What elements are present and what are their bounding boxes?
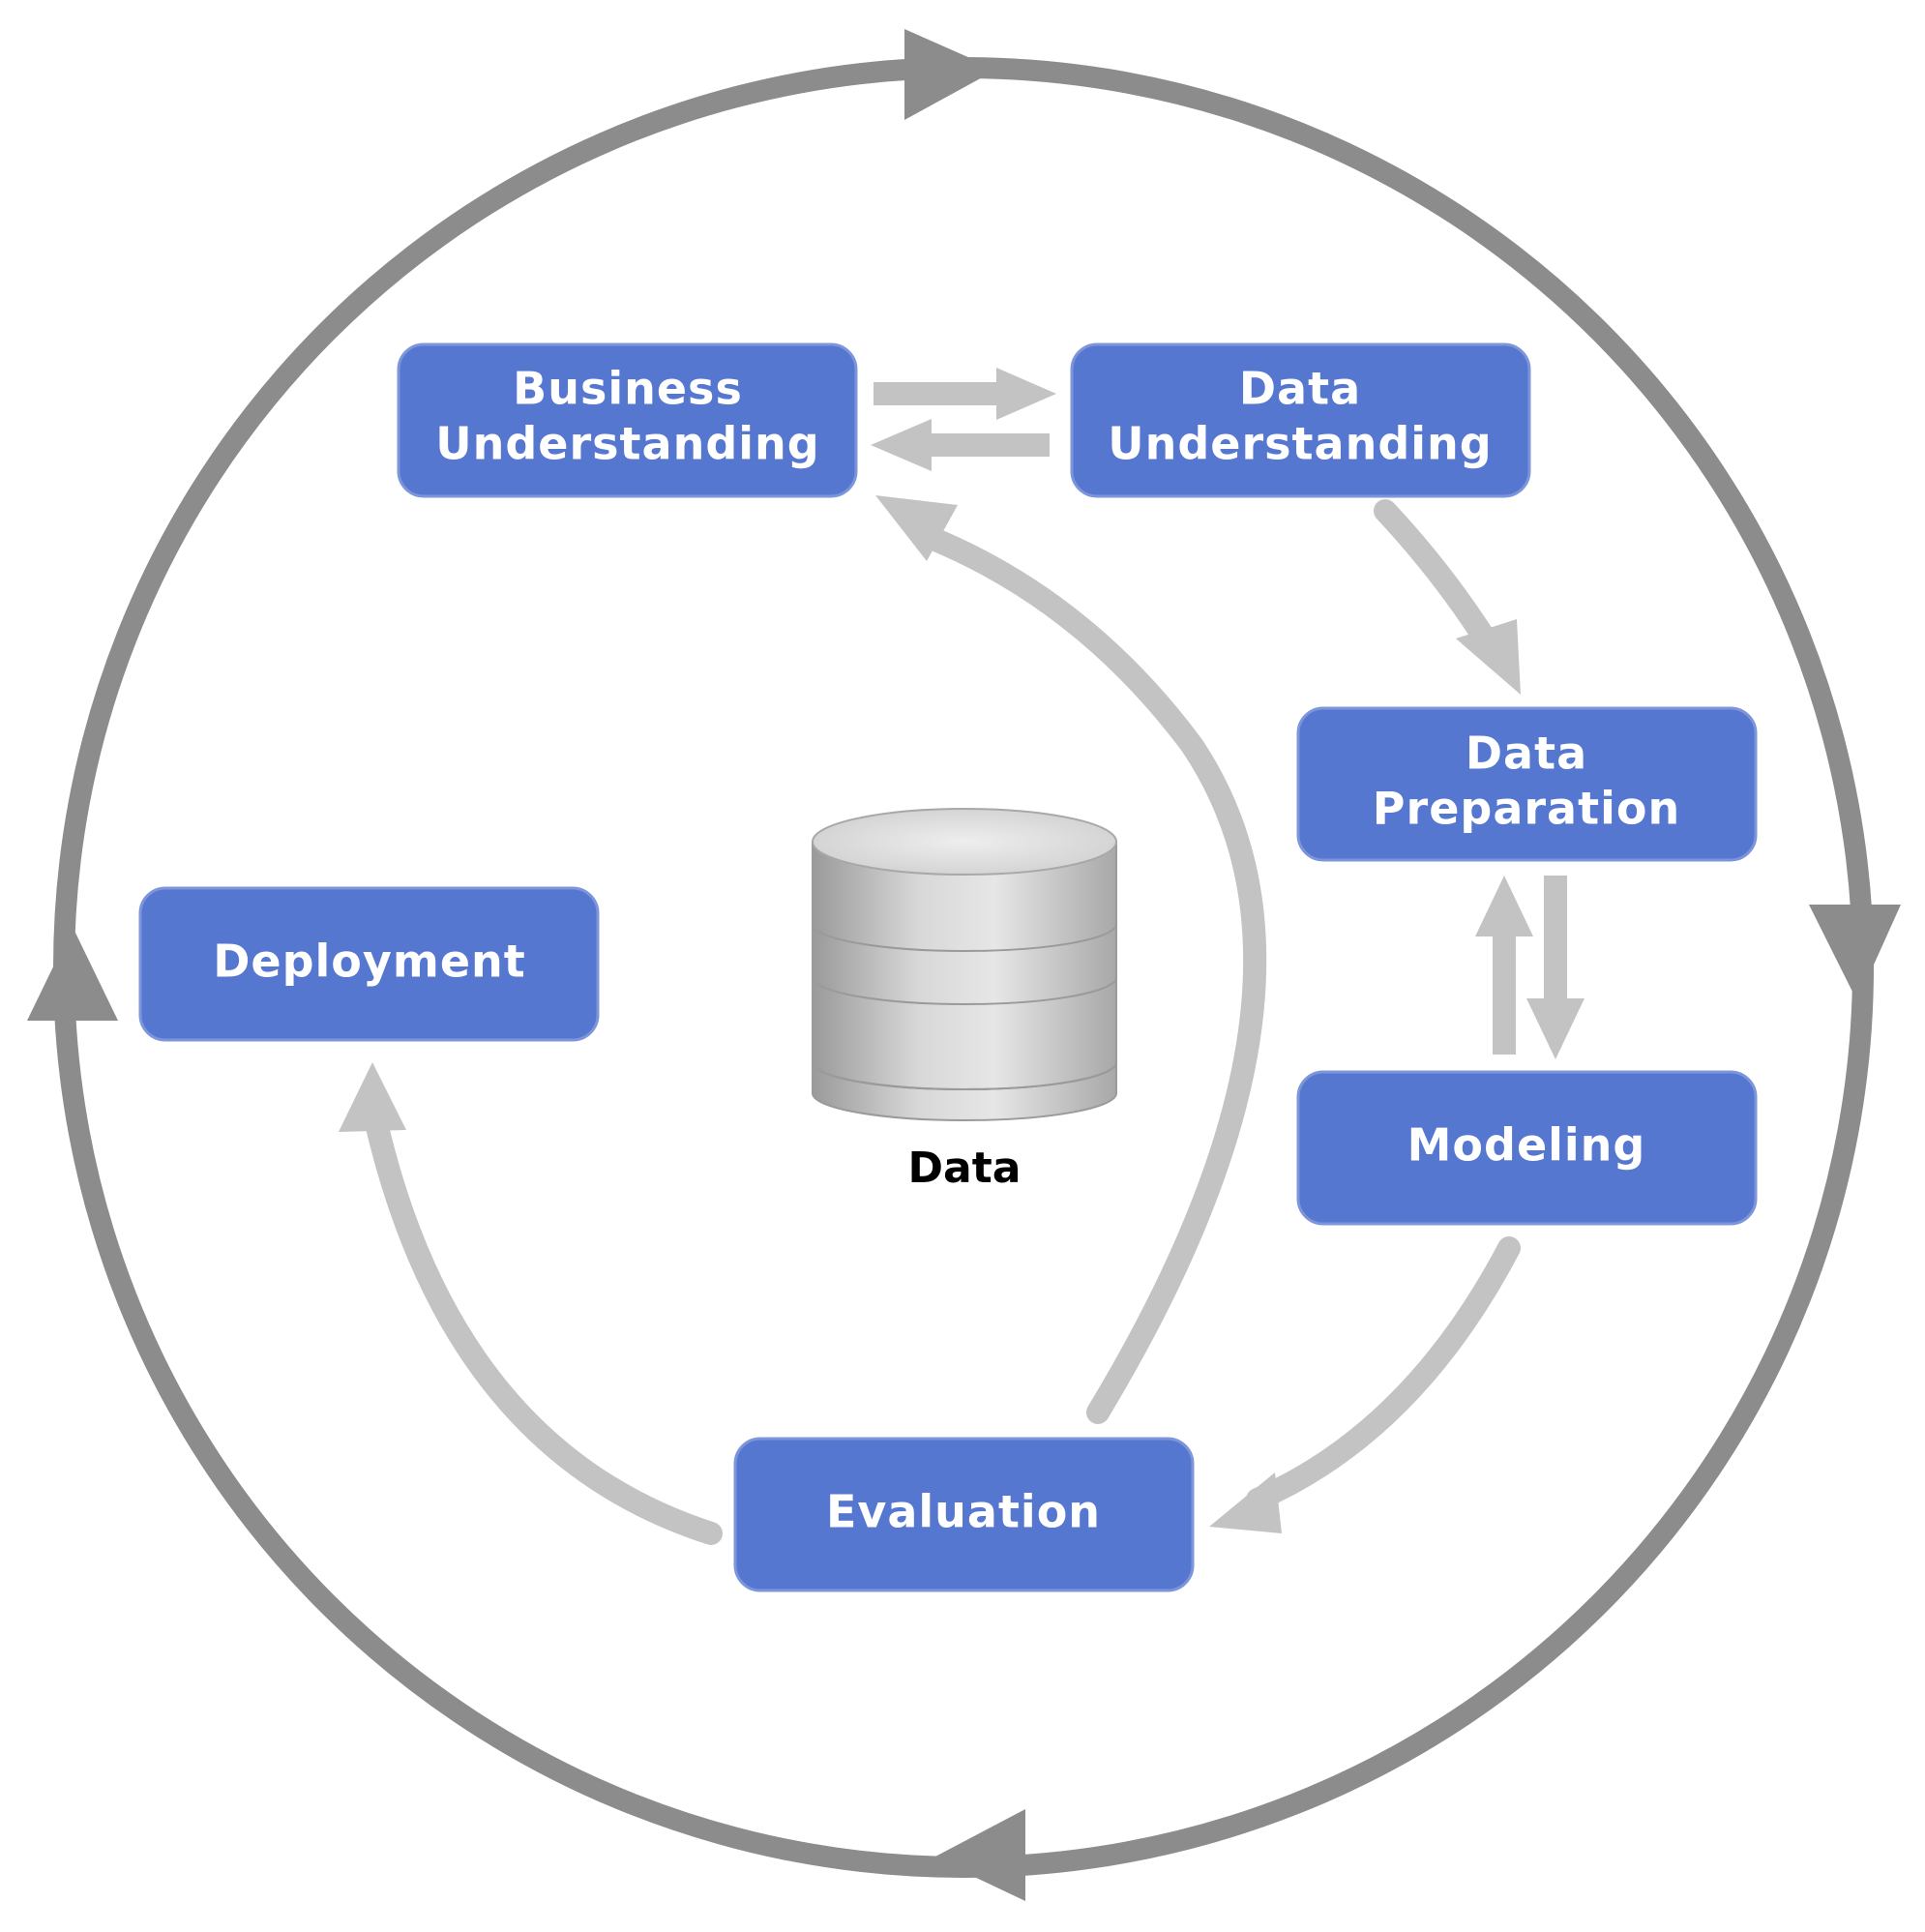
phase-data-preparation-line2: Preparation [1373,783,1680,835]
phase-data-preparation: Data Preparation [1296,706,1758,862]
phase-modeling-label: Modeling [1407,1119,1646,1172]
database-icon [812,808,1117,1121]
outer-arrowhead-top-icon [904,29,996,120]
phase-business-understanding-line2: Understanding [435,418,819,470]
arrow-preparation-to-modeling-icon [1526,876,1584,1059]
arrow-modeling-to-preparation-icon [1475,876,1533,1055]
database-label: Data [908,1144,1022,1193]
phase-data-understanding-line2: Understanding [1108,418,1492,470]
phase-data-preparation-line1: Data [1466,728,1587,780]
arrow-modeling-to-evaluation-icon [1209,1236,1521,1533]
phase-evaluation: Evaluation [733,1437,1195,1592]
arrow-business-to-data-understanding-icon [874,368,1056,420]
outer-arrowhead-bottom-icon [933,1809,1025,1901]
arrow-evaluation-to-business-icon [875,495,1267,1424]
phase-modeling: Modeling [1296,1070,1758,1226]
outer-arrowhead-left-icon [27,927,118,1021]
phase-data-understanding: Data Understanding [1070,342,1531,498]
phase-data-understanding-line1: Data [1239,363,1361,415]
phase-business-understanding: Business Understanding [397,342,858,498]
arrow-data-understanding-to-business-icon [871,419,1050,471]
arrow-data-understanding-to-preparation-icon [1374,499,1521,695]
phase-evaluation-label: Evaluation [826,1486,1101,1538]
phase-deployment-label: Deployment [213,936,526,988]
phase-deployment: Deployment [138,886,600,1042]
outer-arrowhead-right-icon [1809,905,1901,1001]
phase-business-understanding-line1: Business [513,363,743,415]
arrow-evaluation-to-deployment-icon [339,1062,723,1545]
